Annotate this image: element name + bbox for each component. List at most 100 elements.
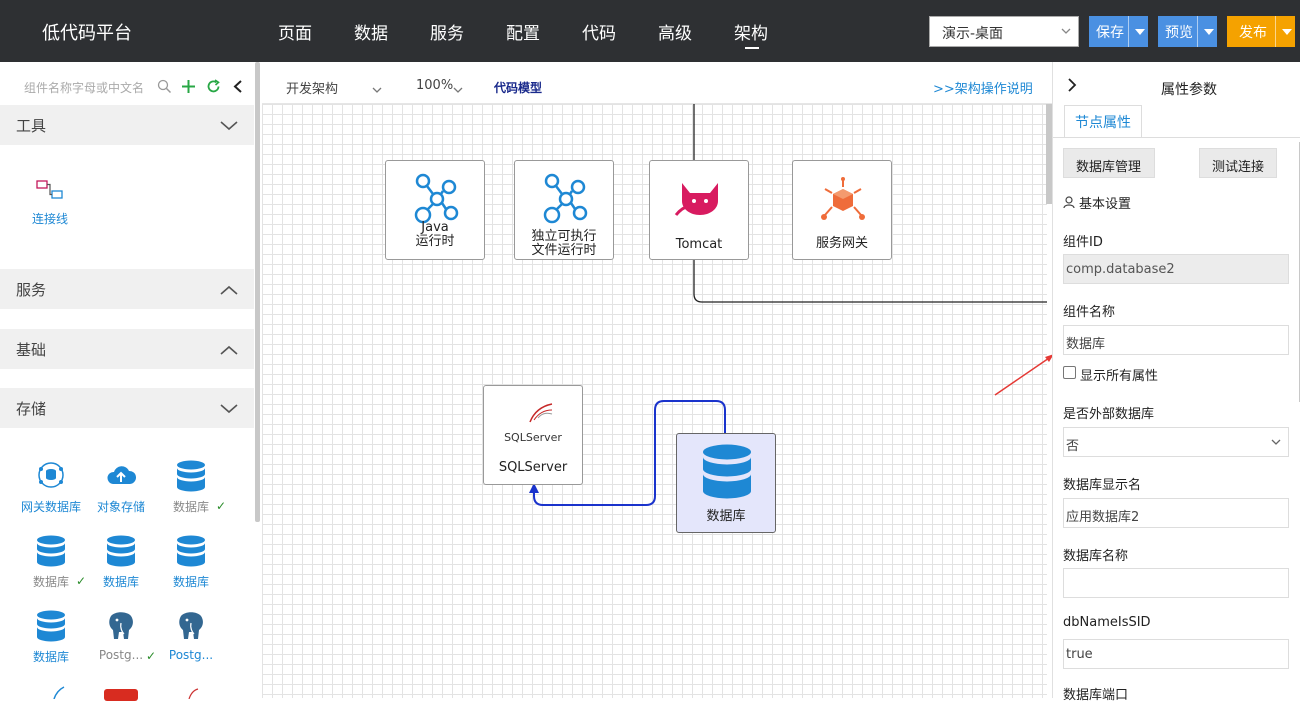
palette-item-label: Postg... bbox=[168, 648, 214, 662]
section-storage-title: 存储 bbox=[16, 400, 47, 418]
chevron-down-icon[interactable] bbox=[372, 80, 382, 99]
palette-item-database-2[interactable]: 数据库 bbox=[16, 535, 86, 590]
chevron-down-icon[interactable] bbox=[453, 80, 463, 99]
refresh-icon[interactable] bbox=[206, 79, 221, 98]
architecture-help-link[interactable]: >>架构操作说明 bbox=[933, 82, 1033, 97]
palette-item-object-storage[interactable]: 对象存储 bbox=[86, 460, 156, 515]
sqlserver-small-icon[interactable] bbox=[186, 684, 200, 703]
chevron-down-icon bbox=[1270, 434, 1282, 454]
palette-item-database-3[interactable]: 数据库 bbox=[86, 535, 156, 590]
palette-item-label: 数据库 bbox=[102, 575, 139, 589]
publish-button[interactable]: 发布 bbox=[1227, 16, 1295, 47]
test-connection-button[interactable]: 测试连接 bbox=[1199, 148, 1277, 178]
publish-dropdown-arrow[interactable] bbox=[1275, 16, 1295, 47]
nav-active-indicator bbox=[745, 47, 759, 49]
chevron-down-icon bbox=[220, 400, 238, 419]
section-storage[interactable]: 存储 bbox=[0, 388, 254, 428]
node-executable-runtime[interactable]: 独立可执行 文件运行时 bbox=[514, 160, 614, 260]
mode-select-value: 开发架构 bbox=[286, 82, 339, 97]
basic-settings-heading: 基本设置 bbox=[1079, 197, 1132, 212]
gateway-database-icon bbox=[36, 460, 66, 493]
palette-item-database-4[interactable]: 数据库 bbox=[156, 535, 226, 590]
component-name-label: 组件名称 bbox=[1063, 305, 1116, 320]
save-dropdown-arrow[interactable] bbox=[1128, 16, 1148, 47]
palette-item-connector[interactable]: 连接线 bbox=[15, 180, 85, 230]
search-icon[interactable] bbox=[157, 79, 172, 98]
db-display-name-label: 数据库显示名 bbox=[1063, 478, 1142, 493]
palette-item-gateway-db[interactable]: 网关数据库 bbox=[16, 460, 86, 515]
expand-right-icon[interactable] bbox=[1067, 77, 1077, 96]
section-services[interactable]: 服务 bbox=[0, 269, 254, 309]
nav-service[interactable]: 服务 bbox=[430, 24, 464, 44]
save-button-label: 保存 bbox=[1096, 25, 1124, 41]
database-icon bbox=[106, 535, 136, 570]
preview-button[interactable]: 预览 bbox=[1158, 16, 1217, 47]
collapse-left-icon[interactable] bbox=[232, 79, 244, 98]
save-button[interactable]: 保存 bbox=[1089, 16, 1148, 47]
mysql-dolphin-icon[interactable] bbox=[50, 684, 70, 703]
add-icon[interactable] bbox=[181, 79, 196, 98]
palette-item-label: 数据库 bbox=[32, 575, 69, 589]
component-name-field[interactable]: 数据库 bbox=[1063, 325, 1289, 355]
palette-item-label: 连接线 bbox=[31, 212, 68, 226]
component-search-input[interactable]: 组件名称字母或中文名 bbox=[24, 81, 145, 95]
section-tools[interactable]: 工具 bbox=[0, 105, 254, 145]
zoom-value: 100% bbox=[416, 78, 454, 93]
node-label-exe-line1: 独立可执行 bbox=[531, 229, 597, 244]
node-tomcat[interactable]: Tomcat bbox=[649, 160, 749, 260]
palette-item-postgres-1[interactable]: Postg... bbox=[86, 610, 156, 665]
node-label-sqlserver: SQLServer bbox=[498, 460, 568, 475]
section-services-title: 服务 bbox=[16, 281, 47, 299]
db-name-is-sid-label: dbNameIsSID bbox=[1063, 615, 1151, 630]
nav-advanced[interactable]: 高级 bbox=[658, 24, 692, 44]
canvas-connections bbox=[529, 104, 1047, 506]
palette-item-label: 网关数据库 bbox=[20, 500, 81, 514]
db-name-field[interactable] bbox=[1063, 568, 1289, 598]
check-icon: ✓ bbox=[76, 574, 87, 588]
sqlserver-logo-icon bbox=[526, 400, 556, 430]
node-java-runtime[interactable]: Java 运行时 bbox=[385, 160, 485, 260]
check-icon: ✓ bbox=[216, 499, 227, 513]
external-db-select-value: 否 bbox=[1066, 439, 1080, 454]
nav-page[interactable]: 页面 bbox=[278, 24, 312, 44]
check-icon: ✓ bbox=[146, 649, 157, 663]
nav-data[interactable]: 数据 bbox=[354, 24, 388, 44]
node-service-gateway[interactable]: 服务网关 bbox=[792, 160, 892, 260]
properties-panel: 属性参数 节点属性 数据库管理 测试连接 基本设置 组件ID comp.data… bbox=[1052, 62, 1300, 703]
database-icon bbox=[36, 610, 66, 645]
redis-icon[interactable] bbox=[104, 686, 138, 705]
mode-select[interactable]: 开发架构 bbox=[286, 78, 338, 97]
chevron-up-icon bbox=[220, 341, 238, 360]
palette-item-database-5[interactable]: 数据库 bbox=[16, 610, 86, 665]
environment-select[interactable]: 演示-桌面 bbox=[929, 16, 1079, 47]
database-icon bbox=[176, 535, 206, 570]
zoom-select[interactable]: 100% bbox=[416, 78, 453, 93]
palette-item-database-1[interactable]: 数据库 bbox=[156, 460, 226, 515]
nav-code[interactable]: 代码 bbox=[582, 24, 616, 44]
code-model-link[interactable]: 代码模型 bbox=[494, 81, 543, 95]
component-id-label: 组件ID bbox=[1063, 235, 1103, 250]
palette-item-postgres-2[interactable]: Postg... bbox=[156, 610, 226, 665]
canvas-scrollbar[interactable] bbox=[1046, 104, 1052, 204]
architecture-canvas[interactable]: Java 运行时 独立可执行 文件运行时 Tomcat 服务网关 SQLServ… bbox=[262, 104, 1047, 698]
gateway-cube-icon bbox=[819, 177, 867, 227]
cloud-upload-icon bbox=[106, 462, 137, 491]
node-database-selected[interactable]: 数据库 bbox=[676, 433, 776, 533]
show-all-properties-checkbox[interactable] bbox=[1063, 366, 1076, 379]
section-basic[interactable]: 基础 bbox=[0, 329, 254, 369]
node-sqlserver[interactable]: SQLServer SQLServer bbox=[483, 385, 583, 485]
db-display-name-field[interactable]: 应用数据库2 bbox=[1063, 498, 1289, 528]
node-label-java-line1: Java bbox=[421, 220, 449, 235]
db-manage-button[interactable]: 数据库管理 bbox=[1063, 148, 1155, 178]
tomcat-cat-icon bbox=[674, 179, 726, 223]
database-icon bbox=[176, 460, 206, 495]
external-db-select[interactable]: 否 bbox=[1063, 427, 1289, 457]
nav-architecture[interactable]: 架构 bbox=[734, 24, 768, 44]
palette-item-label: 数据库 bbox=[32, 650, 69, 664]
palette-scrollbar[interactable] bbox=[255, 62, 260, 522]
db-name-is-sid-field[interactable]: true bbox=[1063, 639, 1289, 669]
preview-dropdown-arrow[interactable] bbox=[1197, 16, 1217, 47]
nav-config[interactable]: 配置 bbox=[506, 24, 540, 44]
postgresql-elephant-icon bbox=[105, 610, 137, 645]
tab-node-properties[interactable]: 节点属性 bbox=[1064, 105, 1142, 137]
